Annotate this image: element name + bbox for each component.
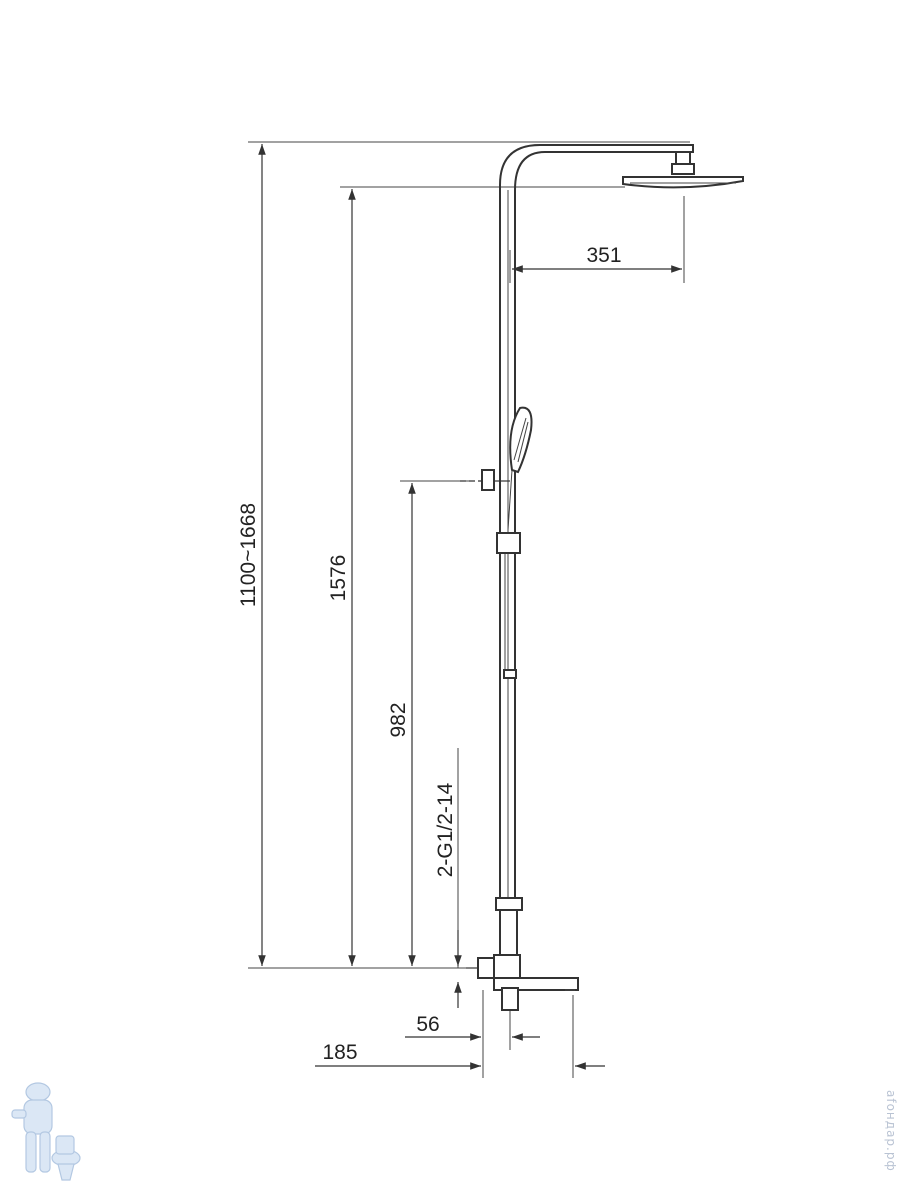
shower-column — [460, 144, 744, 1011]
lower-clamp — [495, 897, 523, 911]
mixer-knob — [477, 957, 495, 979]
hand-shower-icon — [509, 406, 533, 474]
dimension-lines — [258, 144, 682, 1070]
plumber-mascot-icon — [11, 1082, 81, 1181]
diverter-button — [501, 987, 519, 1011]
dim-spout-offset-label: 56 — [416, 1013, 439, 1036]
dim-head-reach-label: 351 — [586, 244, 621, 267]
wall-outlet — [481, 469, 495, 491]
dim-spout-length-label: 185 — [322, 1041, 357, 1064]
dim-thread-label: 2-G1/2-14 — [434, 782, 457, 877]
rain-shower-head-icon — [622, 176, 744, 189]
dim-total-height-label: 1100~1668 — [237, 503, 260, 607]
extension-lines — [248, 141, 690, 1078]
dim-outlet-height-label: 982 — [387, 702, 410, 737]
slider-holder — [496, 532, 521, 554]
shower-head-connector — [675, 151, 691, 165]
dim-head-height-label: 1576 — [327, 555, 350, 602]
watermark-text: afoндар.рф — [884, 1090, 898, 1172]
